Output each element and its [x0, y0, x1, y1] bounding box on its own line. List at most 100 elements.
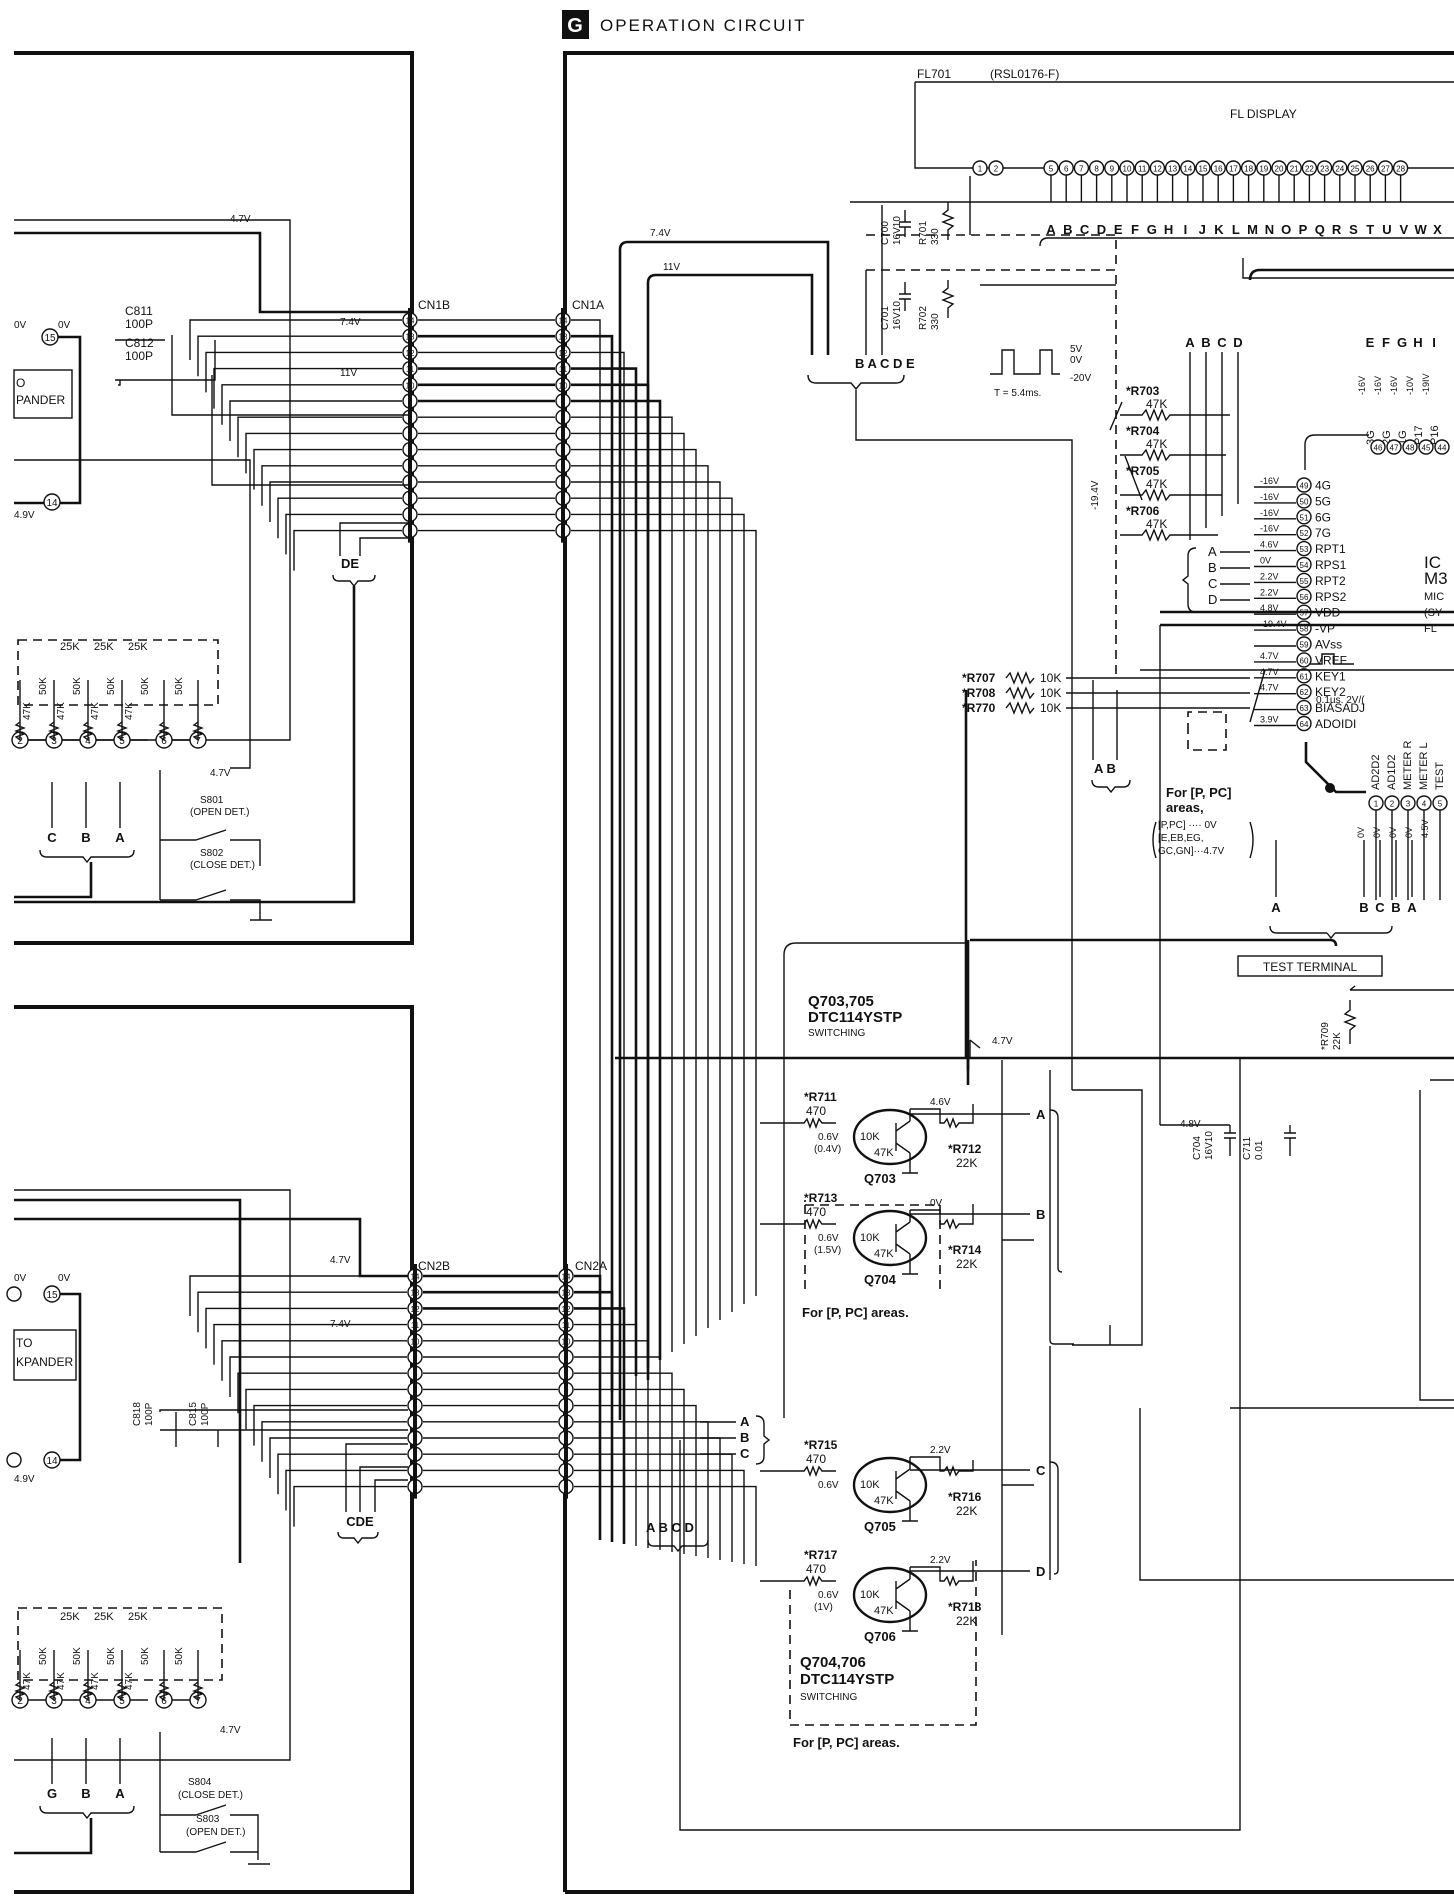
fl-pin-label-22: 22 [1305, 165, 1314, 174]
section-badge-letter: G [567, 15, 583, 37]
ic-pin-volt-53: 4.6V [1260, 540, 1279, 550]
lt-r-50k-2: 50K [106, 677, 117, 695]
ic-pin-num-49: 49 [1300, 482, 1309, 491]
ic-pin-volt-61: 4.7V [1260, 667, 1279, 677]
fl-model: (RSL0176-F) [990, 67, 1059, 81]
q706-dash [789, 1560, 977, 1726]
cn1-route-14 [571, 319, 601, 1400]
ic-bottom-pin-name-2: AD1D2 [1386, 755, 1398, 790]
lb-ic-return [60, 1292, 82, 1462]
s803-s804-contacts [159, 1732, 270, 1865]
grid-res-ref-1: *R704 [1126, 424, 1160, 438]
ic-pin-num-55: 55 [1300, 577, 1309, 586]
cn2-left-12 [205, 1307, 407, 1349]
cn2-left-8 [237, 1372, 407, 1414]
ic-pin-num-60: 60 [1300, 656, 1309, 665]
lb-r-47k-3: 47K [124, 1672, 135, 1690]
ic-pin-64 [1296, 715, 1312, 732]
grid-volt-0: -16V [1357, 376, 1367, 395]
fl-pin-label-5: 5 [1049, 165, 1054, 174]
Q705-symbol [895, 1457, 911, 1513]
lb-ic-pin14-label: 14 [46, 1456, 58, 1467]
pc-note-line1: For [P, PC] [1166, 785, 1232, 800]
vp-dash-loop [866, 234, 1117, 680]
ic-pin-volt-56: 2.2V [1260, 587, 1279, 597]
lb-cde-brace [337, 1531, 379, 1545]
ic-rpt-letter-A: A [1208, 544, 1217, 559]
abc-right-letter-A: A [740, 1414, 750, 1429]
ic-pin-59 [1296, 636, 1312, 652]
grid-letter-I: I [1432, 335, 1436, 350]
ic-pin-name-49: 4G [1315, 479, 1331, 493]
fl-pin-label-21: 21 [1290, 165, 1299, 174]
for-pc-areas-1: For [P, PC] areas. [802, 1305, 909, 1320]
bus-abcd-brace [647, 1539, 709, 1553]
lt-bus-letter-B: B [81, 830, 90, 845]
Q704-out-letter: B [1036, 1207, 1045, 1222]
lb-rail-outer [14, 1189, 291, 1761]
bus-bacde-brace [807, 374, 905, 391]
Q706-rin-symbol [760, 1575, 836, 1587]
lt-r-top-0: 25K [60, 641, 80, 653]
lb-bus-letter-A: A [115, 1786, 125, 1801]
ic-pin-volt-49: -16V [1260, 476, 1279, 486]
c701-r702: C701 16V10 R702 330 [880, 280, 1116, 330]
ic-pin-num-58: 58 [1300, 625, 1309, 634]
Q705-rout-val: 22K [956, 1504, 977, 1518]
pc-note-line5: GC,GN]···4.7V [1158, 846, 1224, 857]
ic-pin-num-62: 62 [1300, 688, 1309, 697]
ic-top-name-3: P17 [1413, 425, 1425, 445]
cn2-route-5 [574, 1421, 709, 1558]
fl-letter-I: I [1184, 222, 1188, 237]
fl-letter-K: K [1214, 222, 1224, 237]
section-title: G OPERATION CIRCUIT [562, 10, 805, 39]
lb-res-5 [116, 1650, 128, 1702]
ab-bus: A B [1091, 680, 1131, 794]
s801-ref: S801 [200, 795, 224, 806]
lb-res-2 [14, 1650, 26, 1702]
fl-letter-S: S [1349, 222, 1358, 237]
lt-47v-feed [14, 459, 251, 769]
Q705-rin-symbol [760, 1465, 836, 1477]
Q704-rout-val: 22K [956, 1257, 977, 1271]
fl-letter-B: B [1063, 222, 1072, 237]
rail-11v-wire [646, 273, 814, 1380]
ic-pin-name-53: RPT1 [1315, 542, 1346, 556]
lt-49v-label: 4.9V [14, 510, 35, 521]
lb-ic-pin16 [6, 1286, 22, 1302]
lb-pin-label-7: 7 [195, 1696, 201, 1707]
fl-body-edge [914, 82, 1454, 169]
grid-res-val-0: 47K [1146, 397, 1167, 411]
fl-letter-Q: Q [1315, 222, 1325, 237]
Q706-r1: 10K [860, 1589, 880, 1601]
lt-rail-74v [14, 231, 408, 314]
ic-pin-name-55: RPT2 [1315, 574, 1346, 588]
lb-rail-47v [14, 1217, 408, 1278]
lt-r-47k-2: 47K [90, 702, 101, 720]
grid-letter-G: G [1397, 335, 1407, 350]
lt-de-wires [339, 522, 410, 556]
cn2-route-14 [574, 1274, 602, 1540]
s803-ref: S803 [196, 1814, 220, 1825]
c815-val: 100P [200, 1402, 211, 1426]
test-terminal: TEST TERMINAL *R709 22K [1237, 955, 1454, 1050]
Q705-r2: 47K [874, 1495, 894, 1507]
lt-r-50k-3: 50K [140, 677, 151, 695]
cn1a-label: CN1A [572, 298, 604, 312]
cn2-route-11 [574, 1323, 637, 1546]
fl-pin-label-28: 28 [1396, 165, 1405, 174]
grid-res-symbol-0 [1120, 408, 1230, 422]
key-res-ref-2: *R770 [962, 701, 996, 715]
lt-r-50k-1: 50K [72, 677, 83, 695]
lt-ic-return [14, 335, 82, 505]
lt-expander-name: PANDER [16, 393, 65, 407]
ic-pin-53 [1296, 540, 1312, 557]
r701-val: 330 [930, 228, 941, 245]
lb-expander-block [13, 1329, 77, 1381]
ic-bottom-pin-name-4: METER L [1418, 742, 1430, 790]
cn1b-label: CN1B [418, 298, 450, 312]
Q704-r2: 47K [874, 1248, 894, 1260]
ic-pin-60 [1296, 652, 1312, 668]
